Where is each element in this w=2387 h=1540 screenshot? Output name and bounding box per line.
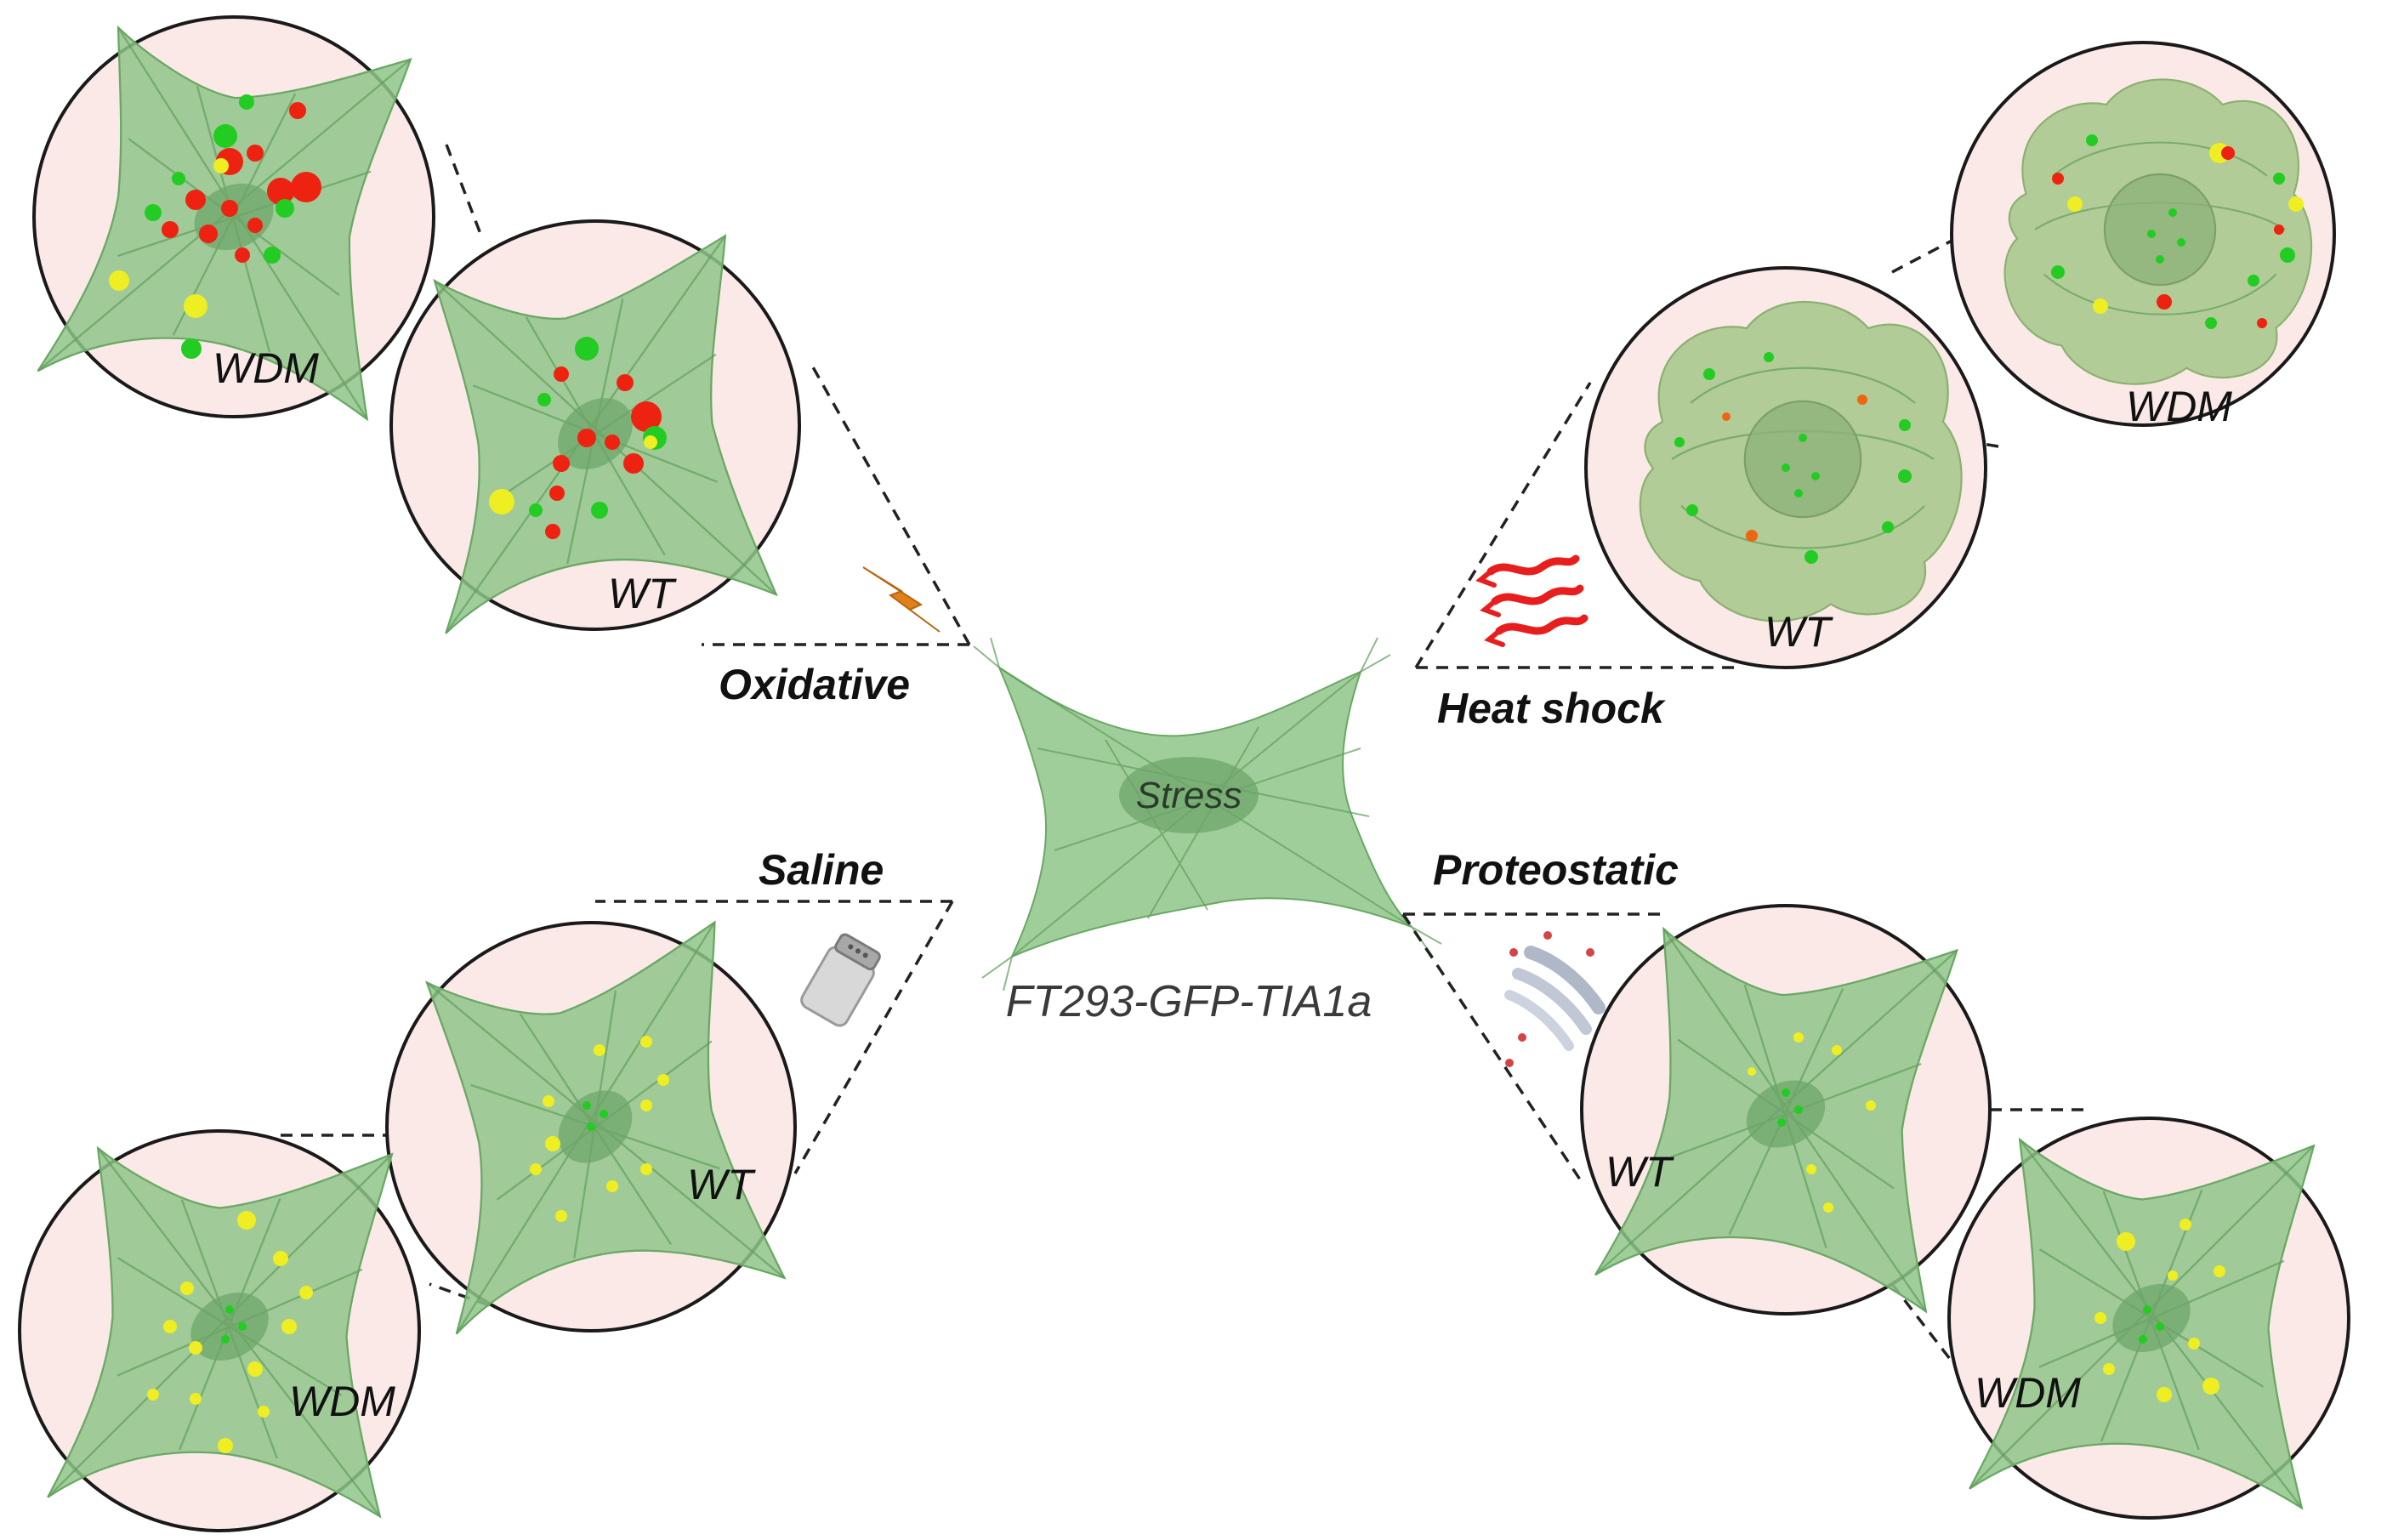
saline-wt-panel: WT	[385, 918, 797, 1335]
oxidative-label: Oxidative	[719, 661, 910, 708]
center-cell	[973, 637, 1442, 992]
proteo-wdm-panel: WDM	[1947, 1117, 2350, 1520]
proteo-wt-panel: WT	[1580, 904, 1992, 1322]
heat-wdm-panel: WDM	[1950, 41, 2336, 430]
lightning-bolt-icon	[862, 566, 941, 633]
granules	[109, 94, 321, 359]
saline-label: Saline	[759, 846, 884, 894]
heat-wdm-label: WDM	[2126, 383, 2232, 430]
saline-wt-label: WT	[687, 1161, 756, 1208]
heat-shock-label: Heat shock	[1437, 685, 1666, 732]
oxidative-wdm-panel: WDM	[32, 3, 435, 430]
proteostatic-label: Proteostatic	[1433, 846, 1679, 894]
granules	[1748, 1032, 1876, 1213]
granules	[147, 1211, 313, 1453]
saline-wdm-label: WDM	[289, 1378, 395, 1425]
proteo-wdm-label: WDM	[1975, 1369, 2081, 1417]
cell-line-label: FT293-GFP-TIA1a	[1006, 977, 1373, 1026]
heat-waves-icon	[1475, 554, 1588, 647]
stress-label: Stress	[1136, 775, 1242, 816]
proteasome-icon	[1504, 931, 1606, 1067]
proteo-wt-label: WT	[1606, 1148, 1674, 1196]
granules	[530, 1036, 669, 1222]
granules	[489, 337, 667, 539]
oxidative-wdm-label: WDM	[213, 344, 319, 392]
heat-wt-label: WT	[1765, 608, 1833, 656]
granules	[2051, 134, 2304, 329]
granules	[1674, 352, 1912, 564]
saline-wdm-panel: WDM	[18, 1126, 421, 1532]
salt-shaker-icon	[800, 933, 881, 1027]
granules	[2094, 1219, 2225, 1402]
heat-wt-panel: WT	[1584, 266, 1987, 669]
oxidative-wt-panel: WT	[389, 219, 801, 634]
oxidative-wt-label: WT	[608, 570, 677, 617]
